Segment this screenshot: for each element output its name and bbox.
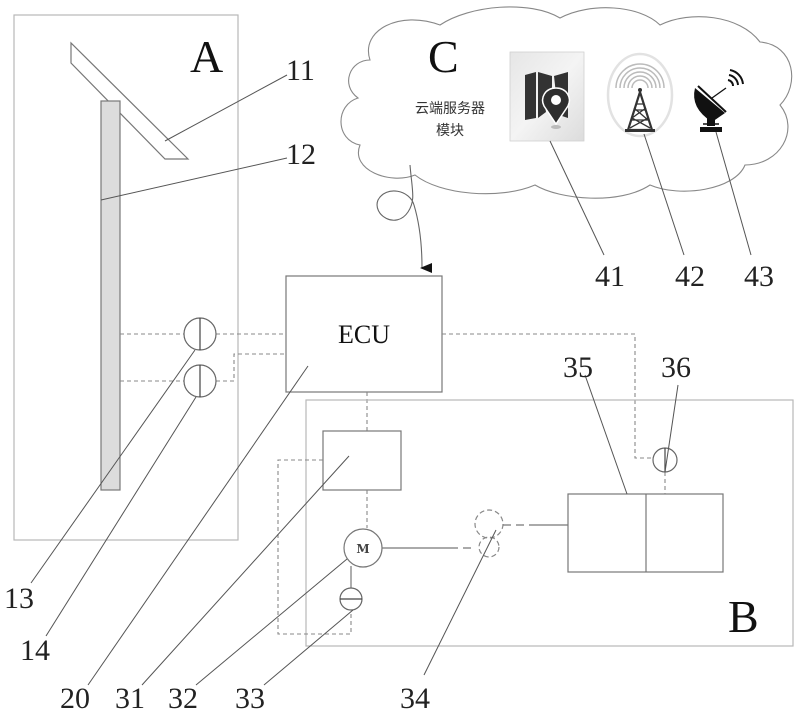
- numeral-11: 11: [286, 54, 315, 87]
- leader-14: [45, 396, 197, 637]
- cloud-caption-line2: 模块: [436, 123, 464, 139]
- cloud-to-ecu-link: [376, 164, 433, 273]
- signal-tower-icon: [606, 52, 674, 138]
- leader-35: [584, 374, 628, 495]
- controller-box-31: [322, 430, 402, 491]
- numeral-42: 42: [675, 260, 705, 293]
- numeral-31: 31: [115, 682, 145, 714]
- signal-line: [216, 353, 286, 382]
- leader-33: [263, 609, 354, 686]
- numeral-20: 20: [60, 682, 90, 714]
- inclined-plate-11: [70, 41, 190, 160]
- numeral-32: 32: [168, 682, 198, 714]
- reference-numerals: 11 12 13 14 20 31 32 33 34 35 36 41 42 4…: [4, 54, 774, 714]
- region-c-label: C: [428, 31, 459, 82]
- leader-34: [423, 529, 497, 676]
- ecu-label: ECU: [338, 320, 390, 349]
- motor-label: M: [356, 542, 369, 556]
- leader-36: [664, 384, 679, 473]
- numeral-34: 34: [400, 682, 430, 714]
- leader-32: [195, 558, 348, 686]
- numeral-36: 36: [661, 351, 691, 384]
- region-a: A: [13, 14, 239, 541]
- ecu-block-20: ECU: [285, 275, 443, 393]
- leader-lines: [30, 74, 752, 686]
- sensor-group-a: [120, 317, 286, 398]
- leader-11: [164, 74, 288, 142]
- sensor-36: [652, 447, 678, 473]
- sensor-14: [183, 364, 217, 398]
- region-c-cloud: C 云端服务器 模块: [340, 6, 793, 273]
- numeral-14: 14: [20, 634, 50, 667]
- numeral-33: 33: [235, 682, 265, 714]
- vertical-column-12: [100, 100, 121, 491]
- leader-20: [87, 365, 309, 686]
- region-b: B M: [277, 399, 794, 647]
- region-a-border: [13, 14, 239, 541]
- satellite-dish-icon: [694, 69, 744, 132]
- gear-small-34: [478, 536, 500, 558]
- numeral-13: 13: [4, 582, 34, 615]
- map-location-icon: [509, 51, 585, 142]
- region-b-border: [305, 399, 794, 647]
- numeral-41: 41: [595, 260, 625, 293]
- leader-31: [141, 455, 350, 686]
- leader-42: [643, 133, 685, 256]
- numeral-43: 43: [744, 260, 774, 293]
- motor-32: M: [343, 528, 383, 568]
- cloud-caption-line1: 云端服务器: [415, 101, 485, 117]
- numeral-12: 12: [286, 138, 316, 171]
- sensor-13: [183, 317, 217, 351]
- leader-12: [100, 157, 288, 201]
- numeral-35: 35: [563, 351, 593, 384]
- region-b-label: B: [728, 591, 759, 642]
- leader-13: [30, 349, 196, 584]
- sensor-33: [339, 587, 363, 611]
- controller-feedback-line: [277, 459, 352, 635]
- ecu-to-sensor-36-line: [442, 333, 652, 459]
- region-a-label: A: [190, 31, 223, 82]
- gear-large-34: [474, 509, 504, 539]
- leader-43: [715, 131, 752, 256]
- leader-41: [549, 140, 605, 256]
